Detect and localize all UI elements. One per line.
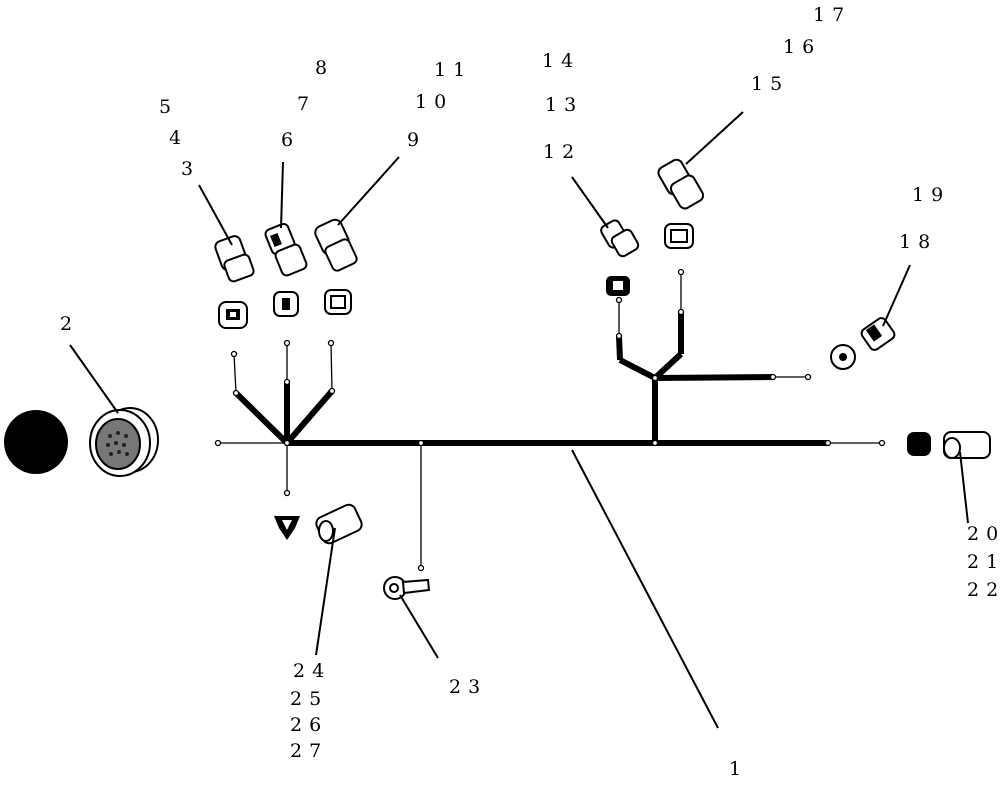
connector-24-part [274,503,363,545]
callout-22: 22 [967,579,1000,601]
callout-1: 1 [729,758,749,780]
callout-2: 2 [60,313,80,335]
connector-3-part [214,235,255,329]
callout-6: 6 [281,129,301,151]
callout-9: 9 [407,129,427,151]
callout-12: 12 [543,141,582,163]
callout-19: 19 [912,184,951,206]
callout-5: 5 [159,96,179,118]
ring-terminal-part [383,576,431,600]
round-connector-part [4,407,159,477]
callout-20: 20 [967,523,1000,545]
leader-lines [69,111,969,729]
callout-13: 13 [545,94,584,116]
callout-18: 18 [899,231,938,253]
connector-20-part [907,431,991,459]
callout-27: 27 [290,740,329,762]
callout-26: 26 [290,714,329,736]
callout-3: 3 [181,158,201,180]
callout-14: 14 [542,50,581,72]
callout-24: 24 [293,660,332,682]
callout-15: 15 [751,73,790,95]
callout-17: 17 [813,4,852,26]
connector-12-part [600,219,640,296]
callout-10: 10 [415,91,454,113]
connector-15-part [657,158,705,249]
callout-25: 25 [290,688,329,710]
connector-6-part [264,222,308,317]
callout-16: 16 [783,36,822,58]
callout-11: 11 [434,59,473,81]
callout-7: 7 [297,93,317,115]
callout-23: 23 [449,676,488,698]
callout-21: 21 [967,551,1000,573]
harness-trunk [214,268,886,572]
connector-9-part [314,218,358,315]
connector-18-part [830,317,896,370]
callout-8: 8 [315,57,335,79]
callout-4: 4 [169,127,189,149]
